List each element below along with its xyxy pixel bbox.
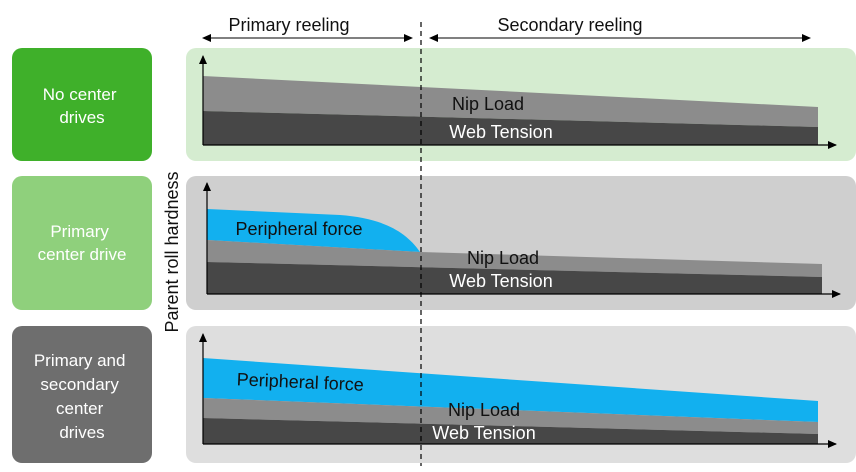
y-axis-label: Parent roll hardness [162, 171, 182, 332]
row-label: No center drives [43, 85, 121, 127]
nip-load-label: Nip Load [448, 400, 520, 420]
row-label-box [12, 48, 152, 161]
row-no-center-drives: No center drives Nip Load Web Tension [12, 48, 856, 161]
web-tension-label: Web Tension [449, 271, 552, 291]
peripheral-force-label: Peripheral force [235, 219, 362, 239]
nip-load-layer [203, 398, 818, 434]
row-primary-center-drive: Primary center drive Peripheral force Ni… [12, 176, 856, 310]
nip-load-layer [207, 240, 822, 277]
row-label: Primary and secondary center drives [34, 351, 130, 442]
web-tension-layer [207, 262, 822, 294]
web-tension-layer [203, 111, 818, 145]
row-primary-and-secondary-center-drives: Primary and secondary center drives Peri… [12, 326, 856, 463]
row-label-box [12, 326, 152, 463]
peripheral-force-layer [207, 209, 420, 252]
row-label-box [12, 176, 152, 310]
row-label: Primary center drive [38, 222, 127, 264]
header: Primary reeling Secondary reeling [202, 15, 811, 42]
secondary-reeling-label: Secondary reeling [497, 15, 642, 35]
peripheral-force-layer [203, 358, 818, 422]
nip-load-label: Nip Load [467, 248, 539, 268]
web-tension-label: Web Tension [449, 122, 552, 142]
web-tension-layer [203, 418, 818, 444]
nip-load-label: Nip Load [452, 94, 524, 114]
primary-reeling-label: Primary reeling [228, 15, 349, 35]
nip-load-layer [203, 76, 818, 127]
web-tension-label: Web Tension [432, 423, 535, 443]
